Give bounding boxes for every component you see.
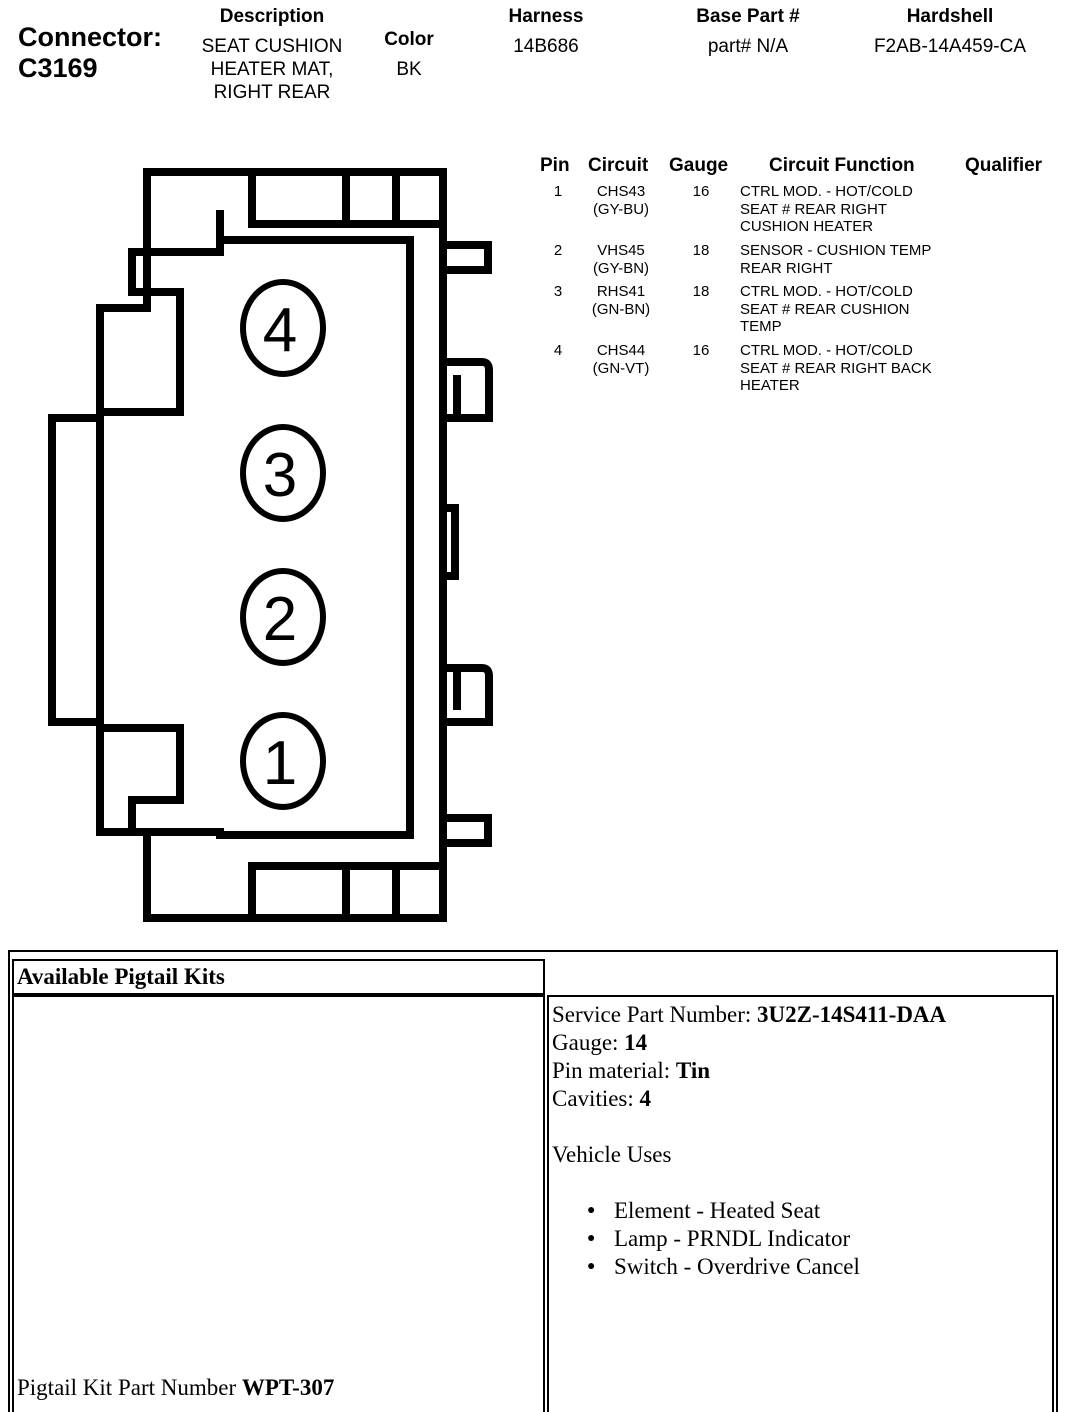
pin-number-2: 2 xyxy=(263,585,297,654)
gauge-cell: 18 xyxy=(692,242,710,259)
function-cell: CTRL MOD. - HOT/COLD SEAT # REAR RIGHT C… xyxy=(740,183,913,235)
column-header-circuit-function: Circuit Function xyxy=(769,155,915,176)
side-tab xyxy=(439,814,492,847)
gauge-row: Gauge: 14 xyxy=(552,1029,946,1057)
pigtail-details: Service Part Number: 3U2Z-14S411-DAA Gau… xyxy=(552,1001,946,1281)
kit-part-label: Pigtail Kit Part Number xyxy=(17,1375,242,1400)
service-part-label: Service Part Number: xyxy=(552,1002,758,1027)
pigtail-image-cell: Pigtail Kit Part Number WPT-307 xyxy=(12,995,545,1412)
kit-part-value: WPT-307 xyxy=(241,1375,335,1400)
gauge-cell: 16 xyxy=(692,183,710,200)
base-part-value: part# N/A xyxy=(707,36,789,57)
vehicle-uses-label: Vehicle Uses xyxy=(552,1142,672,1167)
connector-label: Connector: xyxy=(18,22,162,52)
connector-header: Connector: C3169 xyxy=(18,22,162,84)
pin-cavity-4 xyxy=(240,279,326,377)
column-header-qualifier: Qualifier xyxy=(965,155,1043,176)
function-cell: CTRL MOD. - HOT/COLD SEAT # REAR CUSHION… xyxy=(740,283,913,335)
side-tab xyxy=(443,358,493,422)
description-label: Description xyxy=(219,6,325,27)
gauge-cell: 18 xyxy=(692,283,710,300)
pigtail-title-cell: Available Pigtail Kits xyxy=(12,959,545,995)
cavities-value: 4 xyxy=(639,1086,652,1111)
function-cell: SENSOR - CUSHION TEMP REAR RIGHT xyxy=(740,242,932,277)
pin-material-label: Pin material: xyxy=(552,1058,676,1083)
kit-part-number: Pigtail Kit Part Number WPT-307 xyxy=(17,1374,334,1402)
cavities-label: Cavities: xyxy=(552,1086,640,1111)
pin-cavity-2 xyxy=(240,568,326,666)
circuit-cell: CHS43 (GY-BU) xyxy=(592,183,650,218)
gauge-cell: 16 xyxy=(692,342,710,359)
gauge-value: 14 xyxy=(624,1030,648,1055)
service-part-row: Service Part Number: 3U2Z-14S411-DAA xyxy=(552,1001,946,1029)
harness-label: Harness xyxy=(508,6,584,27)
housing-outline xyxy=(48,168,447,922)
cavity-outline xyxy=(96,210,414,839)
circuit-cell: VHS45 (GY-BN) xyxy=(592,242,650,277)
circuit-cell: RHS41 (GN-BN) xyxy=(591,283,651,318)
list-item: Element - Heated Seat xyxy=(552,1197,946,1225)
vehicle-uses-list: Element - Heated Seat Lamp - PRNDL Indic… xyxy=(552,1197,946,1281)
color-label: Color xyxy=(384,29,434,50)
base-part-label: Base Part # xyxy=(696,6,800,27)
column-header-circuit: Circuit xyxy=(588,155,649,176)
harness-value: 14B686 xyxy=(513,36,579,57)
service-part-value: 3U2Z-14S411-DAA xyxy=(757,1002,947,1027)
pin-cell: 1 xyxy=(553,183,563,200)
circuit-cell: CHS44 (GN-VT) xyxy=(592,342,650,377)
list-item: Lamp - PRNDL Indicator xyxy=(552,1225,946,1253)
pigtail-title: Available Pigtail Kits xyxy=(17,964,225,989)
hardshell-value: F2AB-14A459-CA xyxy=(873,36,1027,57)
pin-material-value: Tin xyxy=(675,1058,711,1083)
cavities-row: Cavities: 4 xyxy=(552,1085,946,1113)
connector-id: C3169 xyxy=(18,53,98,83)
side-tab xyxy=(443,504,459,580)
function-cell: CTRL MOD. - HOT/COLD SEAT # REAR RIGHT B… xyxy=(740,342,932,394)
pin-material-row: Pin material: Tin xyxy=(552,1057,946,1085)
pigtail-details-cell: Service Part Number: 3U2Z-14S411-DAA Gau… xyxy=(547,995,1054,1412)
pin-number-3: 3 xyxy=(263,441,297,510)
pin-cell: 3 xyxy=(553,283,563,300)
side-tab xyxy=(439,241,492,274)
pin-cavity-1 xyxy=(240,712,326,810)
color-value: BK xyxy=(396,59,422,80)
pin-cavity-3 xyxy=(240,424,326,522)
column-header-gauge: Gauge xyxy=(669,155,729,176)
pin-cell: 2 xyxy=(553,242,563,259)
pigtail-kits-table xyxy=(8,950,1058,1412)
connector-face-diagram: 4 3 2 1 xyxy=(48,168,493,922)
pin-number-4: 4 xyxy=(263,296,297,365)
pin-number-1: 1 xyxy=(263,729,297,798)
list-item: Switch - Overdrive Cancel xyxy=(552,1253,946,1281)
hardshell-label: Hardshell xyxy=(906,6,994,27)
description-value: SEAT CUSHION HEATER MAT, RIGHT REAR xyxy=(201,36,343,103)
pin-cell: 4 xyxy=(553,342,563,359)
column-header-pin: Pin xyxy=(540,155,570,176)
side-tab xyxy=(443,664,493,726)
gauge-label: Gauge: xyxy=(552,1030,625,1055)
